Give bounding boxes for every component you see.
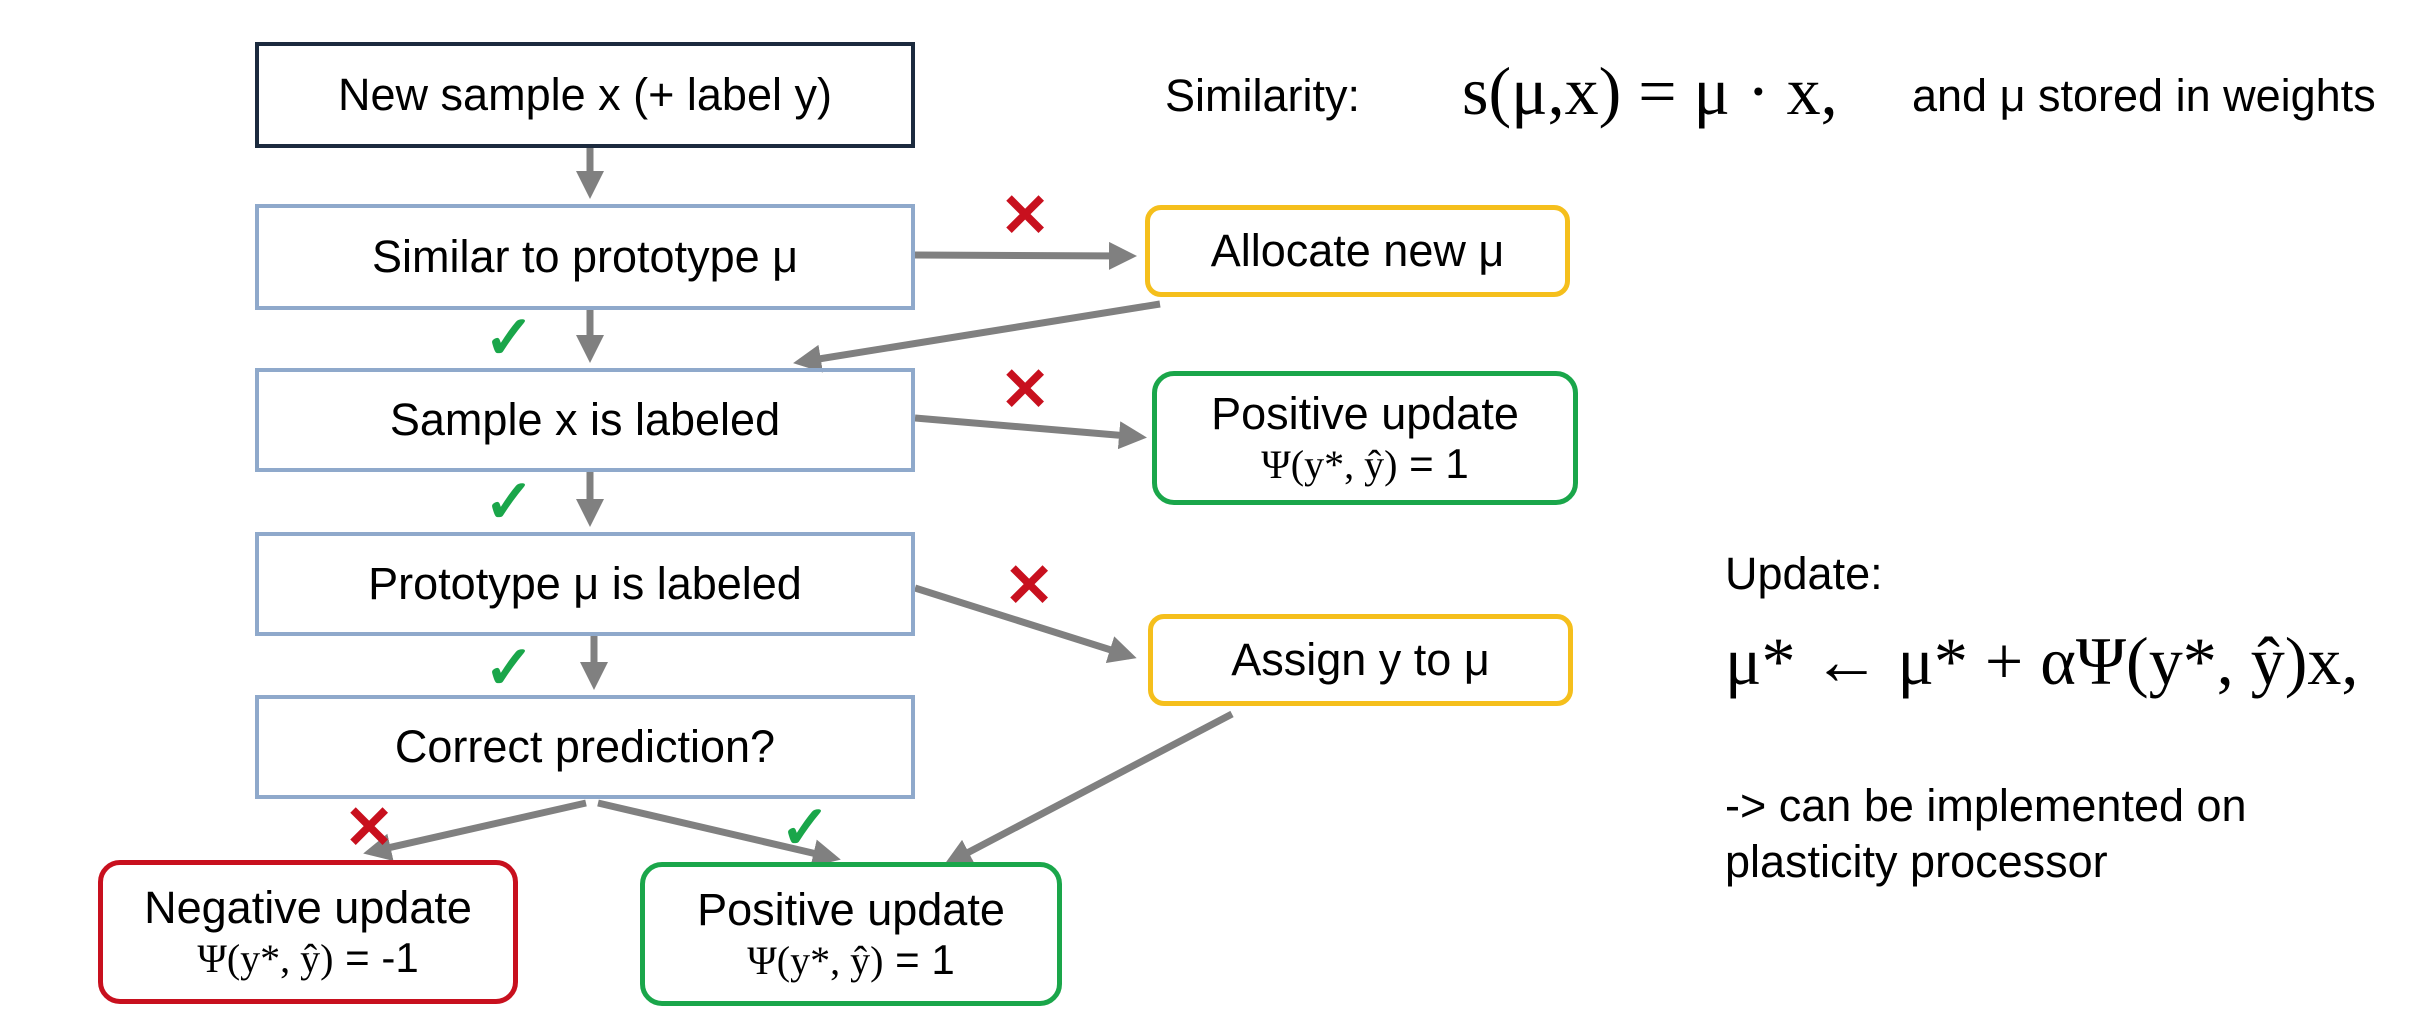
similarity-suffix: and μ stored in weights bbox=[1912, 70, 2376, 121]
check-mark-correct: ✓ bbox=[780, 794, 831, 861]
arrow-labeled-to-positive bbox=[914, 414, 1147, 450]
node-similar-label: Similar to prototype μ bbox=[371, 231, 799, 283]
arrow-labeledmu-to-assign bbox=[913, 584, 1137, 664]
check-mark-similar: ✓ bbox=[484, 304, 535, 371]
node-positive-update-bottom: Positive update Ψ(y*, ŷ) = 1 bbox=[640, 862, 1062, 1006]
node-sample-labeled-label: Sample x is labeled bbox=[389, 394, 781, 446]
arrow-correct-to-negative bbox=[363, 799, 587, 862]
node-assign-label: Assign y to μ bbox=[1231, 634, 1490, 686]
node-correct-label: Correct prediction? bbox=[394, 721, 776, 773]
node-prototype-labeled: Prototype μ is labeled bbox=[255, 532, 915, 636]
update-formula: μ* ← μ* + αΨ(y*, ŷ)x, bbox=[1725, 623, 2359, 699]
check-mark-labeled-mu: ✓ bbox=[484, 634, 535, 701]
negative-update-formula: Ψ(y*, ŷ) = -1 bbox=[197, 933, 419, 981]
cross-mark-labeled: ✕ bbox=[1000, 356, 1051, 423]
node-similar-to-prototype: Similar to prototype μ bbox=[255, 204, 915, 310]
node-assign-y: Assign y to μ bbox=[1148, 614, 1573, 706]
node-sample-labeled: Sample x is labeled bbox=[255, 368, 915, 472]
node-negative-update: Negative update Ψ(y*, ŷ) = -1 bbox=[98, 860, 518, 1004]
arrow-correct-to-positive-bottom bbox=[597, 799, 841, 867]
node-allocate-label: Allocate new μ bbox=[1210, 225, 1505, 277]
node-new-sample: New sample x (+ label y) bbox=[255, 42, 915, 148]
update-note: -> can be implemented on plasticity proc… bbox=[1725, 778, 2247, 891]
arrow-similar-to-allocate bbox=[914, 241, 1137, 270]
arrow-allocate-to-labeled bbox=[793, 300, 1161, 373]
cross-mark-similar: ✕ bbox=[1000, 182, 1051, 249]
check-mark-labeled: ✓ bbox=[484, 468, 535, 535]
positive-update-top-title: Positive update bbox=[1211, 387, 1519, 439]
cross-mark-labeled-mu: ✕ bbox=[1004, 552, 1055, 619]
similarity-label: Similarity: bbox=[1165, 70, 1361, 121]
cross-mark-correct: ✕ bbox=[344, 794, 395, 861]
update-label: Update: bbox=[1725, 548, 1883, 599]
positive-update-bottom-title: Positive update bbox=[697, 883, 1005, 935]
negative-update-title: Negative update bbox=[144, 881, 472, 933]
positive-update-top-formula: Ψ(y*, ŷ) = 1 bbox=[1261, 439, 1469, 487]
node-new-sample-label: New sample x (+ label y) bbox=[338, 69, 832, 121]
node-positive-update-top: Positive update Ψ(y*, ŷ) = 1 bbox=[1152, 371, 1578, 505]
update-note-line1: -> can be implemented on bbox=[1725, 780, 2247, 831]
similarity-formula: s(μ,x) = μ · x, bbox=[1462, 53, 1838, 129]
node-allocate-new: Allocate new μ bbox=[1145, 205, 1570, 297]
positive-update-bottom-formula: Ψ(y*, ŷ) = 1 bbox=[747, 935, 955, 983]
node-prototype-labeled-label: Prototype μ is labeled bbox=[368, 558, 802, 610]
node-correct-prediction: Correct prediction? bbox=[255, 695, 915, 799]
update-note-line2: plasticity processor bbox=[1725, 836, 2108, 888]
arrow-assign-to-positive-bottom bbox=[943, 710, 1234, 866]
